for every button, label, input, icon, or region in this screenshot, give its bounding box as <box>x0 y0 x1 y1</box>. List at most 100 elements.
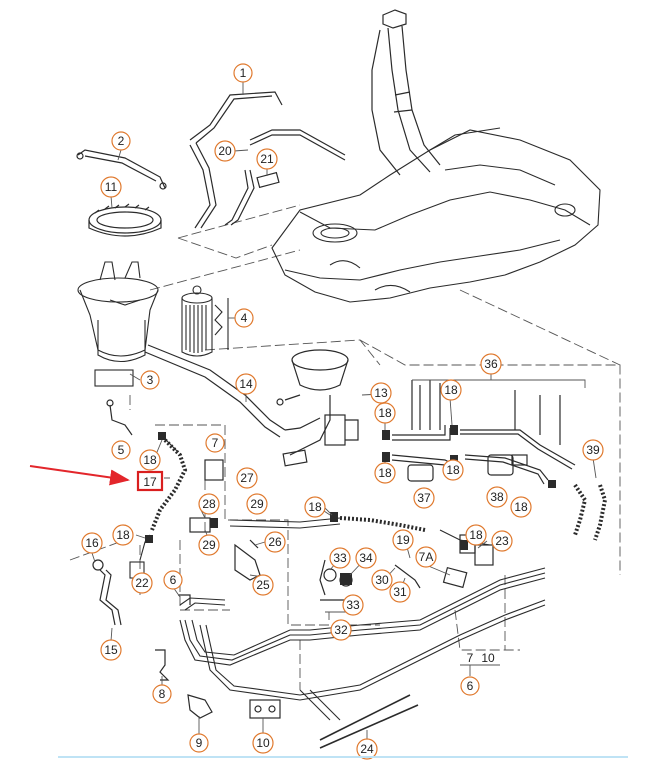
callout-circle <box>442 459 464 481</box>
callout-circle <box>198 493 220 515</box>
callout-circle <box>139 449 161 471</box>
highlight-box <box>136 470 164 492</box>
part-callout-19[interactable]: 19 <box>392 529 414 551</box>
callout-number: 23 <box>495 534 509 548</box>
callout-circle <box>330 619 352 641</box>
part-callout-8[interactable]: 8 <box>152 684 172 704</box>
part-callout-16[interactable]: 16 <box>81 532 103 554</box>
callout-number: 18 <box>444 383 458 397</box>
part-callout-30[interactable]: 30 <box>371 569 393 591</box>
callout-number: 26 <box>268 535 282 549</box>
part-callout-6[interactable]: 6 <box>163 570 183 590</box>
highlighted-part-callout[interactable]: 17 <box>29 465 164 492</box>
callout-circle <box>465 524 487 546</box>
callout-number: 18 <box>446 463 460 477</box>
callout-circle <box>355 547 377 569</box>
part-callout-26[interactable]: 26 <box>264 531 286 553</box>
part-callout-4[interactable]: 4 <box>234 308 254 328</box>
part-callout-1[interactable]: 1 <box>233 63 253 83</box>
part-callout-25[interactable]: 25 <box>252 574 274 596</box>
callout-circle <box>163 570 183 590</box>
part-callout-24[interactable]: 24 <box>356 738 378 760</box>
callout-number: 36 <box>484 357 498 371</box>
part-callout-2[interactable]: 2 <box>111 131 131 151</box>
callout-circle <box>356 738 378 760</box>
part-callout-33[interactable]: 33 <box>329 547 351 569</box>
part-callout-33[interactable]: 33 <box>342 594 364 616</box>
part-callout-18[interactable]: 18 <box>139 449 161 471</box>
part-callout-6[interactable]: 6 <box>460 676 480 696</box>
part-callout-9[interactable]: 9 <box>189 733 209 753</box>
callout-number: 21 <box>260 152 274 166</box>
part-callout-28[interactable]: 28 <box>198 493 220 515</box>
callout-circle <box>491 530 513 552</box>
part-callout-18[interactable]: 18 <box>304 496 326 518</box>
part-callout-31[interactable]: 31 <box>389 581 411 603</box>
part-callout-18[interactable]: 18 <box>465 524 487 546</box>
callout-number: 25 <box>256 578 270 592</box>
part-callout-11[interactable]: 11 <box>100 176 122 198</box>
braided-hose-17 <box>150 438 188 531</box>
part-callout-27[interactable]: 27 <box>236 467 258 489</box>
part-callout-23[interactable]: 23 <box>491 530 513 552</box>
part-callout-7[interactable]: 7 <box>205 433 225 453</box>
part-callout-18[interactable]: 18 <box>442 459 464 481</box>
callout-number: 1 <box>240 66 247 80</box>
callout-circle <box>370 382 392 404</box>
callout-number: 15 <box>104 643 118 657</box>
highlighted-part-number: 17 <box>143 475 157 489</box>
part-callout-7[interactable]: 7 <box>467 651 474 665</box>
callout-number: 2 <box>118 134 125 148</box>
part-callout-5[interactable]: 5 <box>111 440 131 460</box>
callout-number: 28 <box>202 497 216 511</box>
part-callout-36[interactable]: 36 <box>480 353 502 375</box>
part-callout-18[interactable]: 18 <box>510 496 532 518</box>
callout-circle <box>189 733 209 753</box>
callout-circle <box>371 569 393 591</box>
part-callout-10[interactable]: 10 <box>481 651 495 665</box>
part-callout-39[interactable]: 39 <box>582 439 604 461</box>
callout-circle <box>111 440 131 460</box>
callout-circle <box>329 547 351 569</box>
part-callout-21[interactable]: 21 <box>256 148 278 170</box>
callout-circle <box>256 148 278 170</box>
callout-number: 18 <box>469 528 483 542</box>
callout-number: 24 <box>360 742 374 756</box>
part-callout-32[interactable]: 32 <box>330 619 352 641</box>
part-callout-20[interactable]: 20 <box>214 140 236 162</box>
part-callout-7A[interactable]: 7A <box>415 546 437 568</box>
callout-number: 22 <box>135 576 149 590</box>
callout-number: 27 <box>240 471 254 485</box>
part-callout-38[interactable]: 38 <box>486 486 508 508</box>
part-callout-37[interactable]: 37 <box>413 487 435 509</box>
part-callout-18[interactable]: 18 <box>112 524 134 546</box>
part-callout-34[interactable]: 34 <box>355 547 377 569</box>
callout-number: 18 <box>514 500 528 514</box>
part-callout-13[interactable]: 13 <box>370 382 392 404</box>
callout-number: 16 <box>85 536 99 550</box>
part-callout-10[interactable]: 10 <box>252 732 274 754</box>
callout-circle <box>246 493 268 515</box>
part-callout-15[interactable]: 15 <box>100 639 122 661</box>
callout-number: 3 <box>147 373 154 387</box>
part-callout-29[interactable]: 29 <box>246 493 268 515</box>
callout-circle <box>392 529 414 551</box>
callout-circle <box>198 534 220 556</box>
callout-circle <box>460 676 480 696</box>
callout-circle <box>252 574 274 596</box>
part-callout-14[interactable]: 14 <box>235 373 257 395</box>
callout-circle <box>415 546 437 568</box>
callout-circle <box>233 63 253 83</box>
callout-number: 11 <box>105 180 118 194</box>
part-callout-18[interactable]: 18 <box>374 462 396 484</box>
part-callout-3[interactable]: 3 <box>140 370 160 390</box>
part-callout-18[interactable]: 18 <box>440 379 462 401</box>
callout-circle <box>413 487 435 509</box>
main-fuel-lines <box>179 517 546 721</box>
part-callout-29[interactable]: 29 <box>198 534 220 556</box>
part-callout-22[interactable]: 22 <box>131 572 153 594</box>
part-callout-18[interactable]: 18 <box>374 402 396 424</box>
